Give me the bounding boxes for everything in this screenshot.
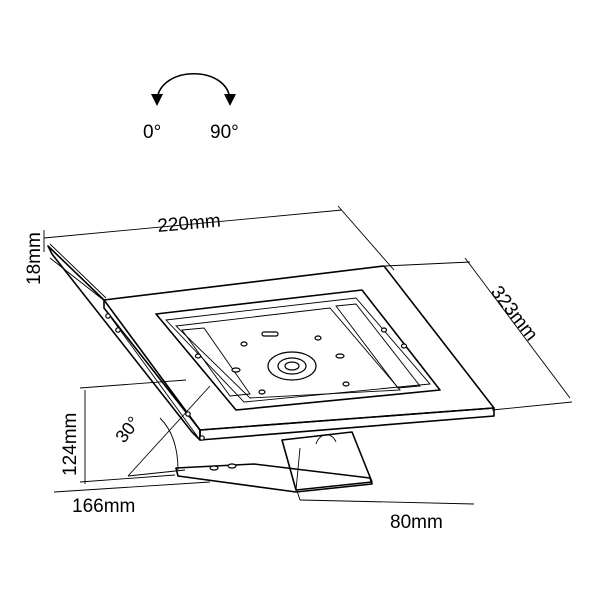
tilt-angle-label: 30° [111, 413, 144, 447]
rotation-90-label: 90° [210, 122, 239, 143]
tilt-angle-arc [159, 417, 179, 471]
height-label: 323mm [486, 282, 542, 345]
rotation-arc [156, 72, 231, 101]
base-width-dimension-line [299, 499, 475, 505]
depth-label: 18mm [24, 232, 45, 285]
stand [175, 431, 373, 493]
width-dimension-line [43, 209, 343, 239]
base-width-label: 80mm [390, 512, 443, 533]
rotation-indicator: 0° 90° [143, 72, 239, 143]
enclosure-front [103, 265, 495, 431]
stand-height-label: 124mm [60, 413, 81, 476]
enclosure-bottom [199, 407, 495, 441]
screen-opening [155, 289, 441, 411]
dimension-lines [43, 205, 573, 505]
base-plate [175, 463, 373, 493]
width-label: 220mm [157, 211, 222, 237]
enclosure-side [47, 245, 201, 441]
height-dimension-line [464, 257, 571, 399]
rotation-0-label: 0° [143, 122, 161, 143]
tilt-angle-line [127, 385, 211, 477]
left-rail [181, 327, 251, 397]
tablet-enclosure [47, 245, 495, 441]
right-rail [335, 303, 421, 389]
rotation-arrow-left-icon [151, 94, 163, 106]
rotation-arrow-right-icon [224, 94, 236, 106]
base-length-label: 166mm [72, 496, 135, 517]
base-length-dimension-line [53, 481, 211, 493]
stand-column [281, 431, 373, 491]
